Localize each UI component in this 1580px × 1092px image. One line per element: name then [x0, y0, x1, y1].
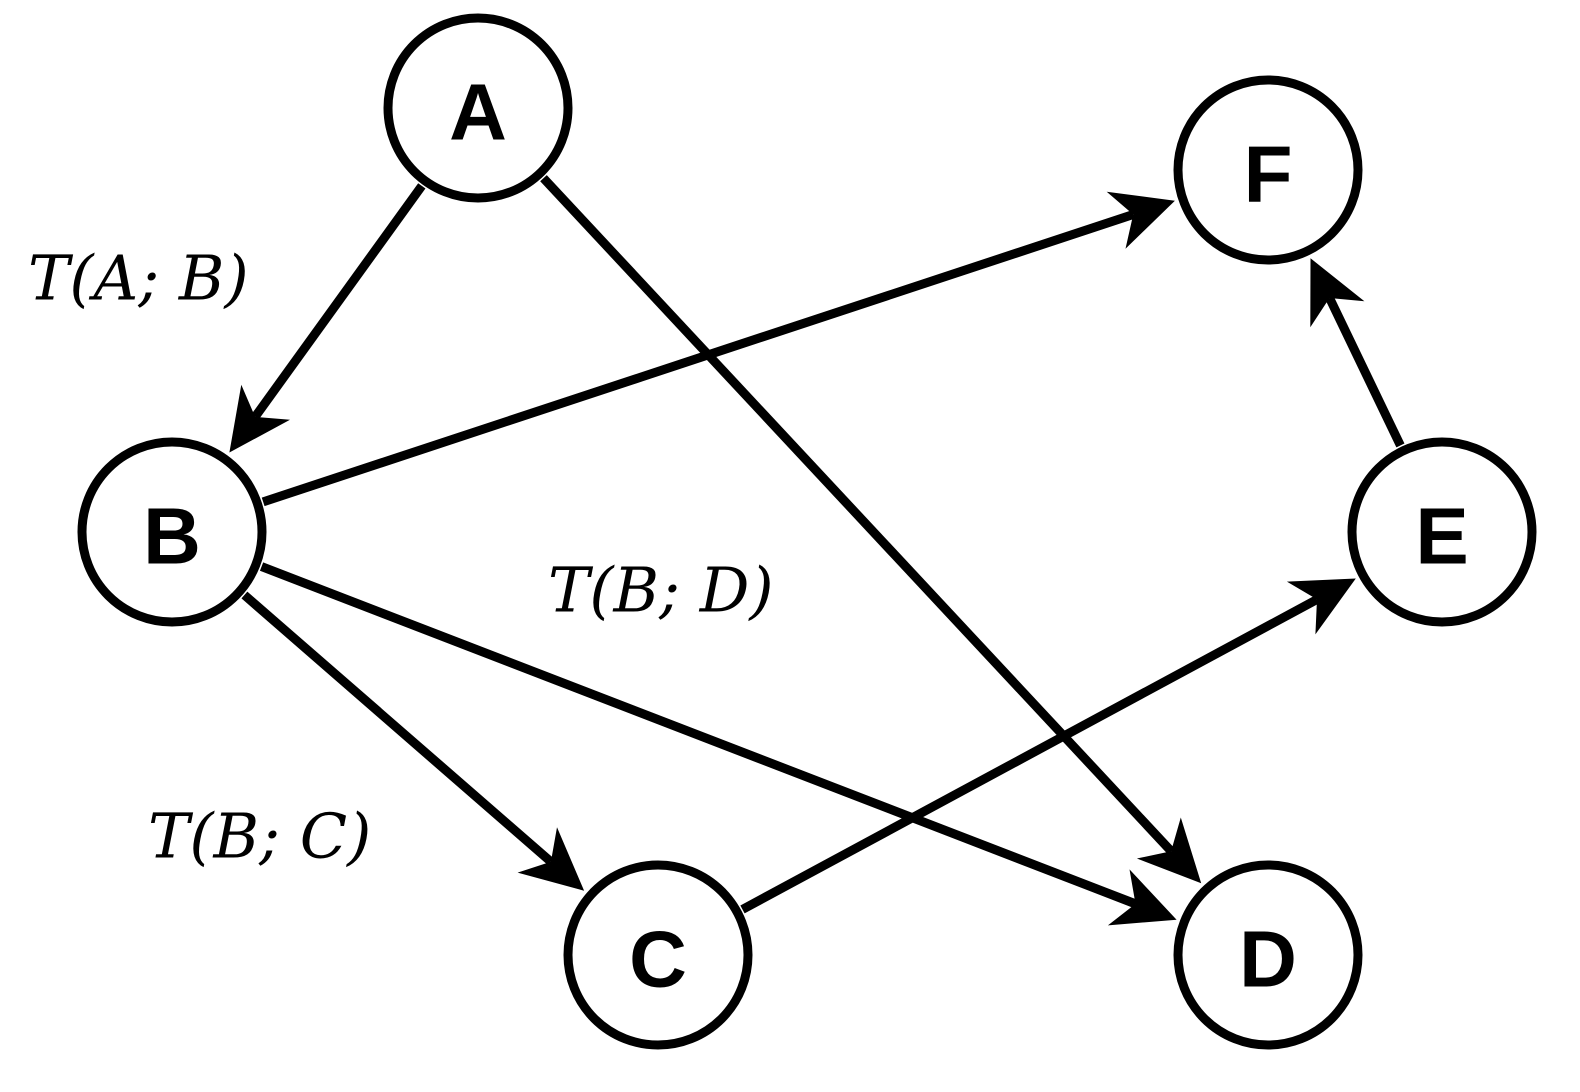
node-d: D — [1173, 860, 1363, 1050]
node-circle — [77, 437, 267, 627]
node-label: E — [1415, 492, 1468, 581]
edge-line — [259, 562, 1138, 909]
edge-b-f — [261, 191, 1175, 507]
arrowhead — [1106, 191, 1175, 249]
node-circle — [1347, 437, 1537, 627]
edge-b-c — [241, 591, 585, 891]
edge-line — [251, 183, 426, 420]
node-circle — [1173, 860, 1363, 1050]
node-f: F — [1173, 75, 1363, 265]
nodes-layer: A B C D E F — [77, 13, 1537, 1050]
edge-line — [540, 175, 1175, 855]
edges-layer — [229, 175, 1405, 926]
node-label: C — [629, 915, 687, 1004]
node-label: B — [143, 492, 201, 581]
node-a: A — [383, 13, 573, 203]
edge-label-b-d: T(B; D) — [548, 554, 774, 627]
edge-label-b-c: T(B; C) — [148, 800, 371, 873]
arrowhead — [1107, 869, 1177, 926]
edge-a-d — [540, 175, 1202, 884]
edge-c-e — [740, 578, 1356, 914]
edge-line — [241, 591, 554, 866]
node-b: B — [77, 437, 267, 627]
arrowhead — [517, 827, 585, 891]
node-circle — [1173, 75, 1363, 265]
arrowhead — [1286, 578, 1356, 635]
node-circle — [383, 13, 573, 203]
edge-line — [261, 210, 1135, 507]
node-label: A — [449, 68, 507, 157]
edge-a-b — [229, 183, 426, 453]
node-circle — [563, 860, 753, 1050]
arrowhead — [229, 384, 290, 453]
node-label: D — [1239, 915, 1297, 1004]
edge-line — [740, 595, 1320, 914]
edge-labels-layer: T(A; B) T(B; D) T(B; C) — [28, 242, 774, 873]
arrowhead — [1310, 258, 1365, 328]
node-label: F — [1244, 130, 1293, 219]
edge-line — [1325, 296, 1405, 448]
node-c: C — [563, 860, 753, 1050]
edge-label-a-b: T(A; B) — [28, 242, 249, 315]
arrowhead — [1136, 817, 1202, 884]
edge-e-f — [1310, 258, 1405, 448]
node-e: E — [1347, 437, 1537, 627]
edge-b-d — [259, 562, 1177, 926]
